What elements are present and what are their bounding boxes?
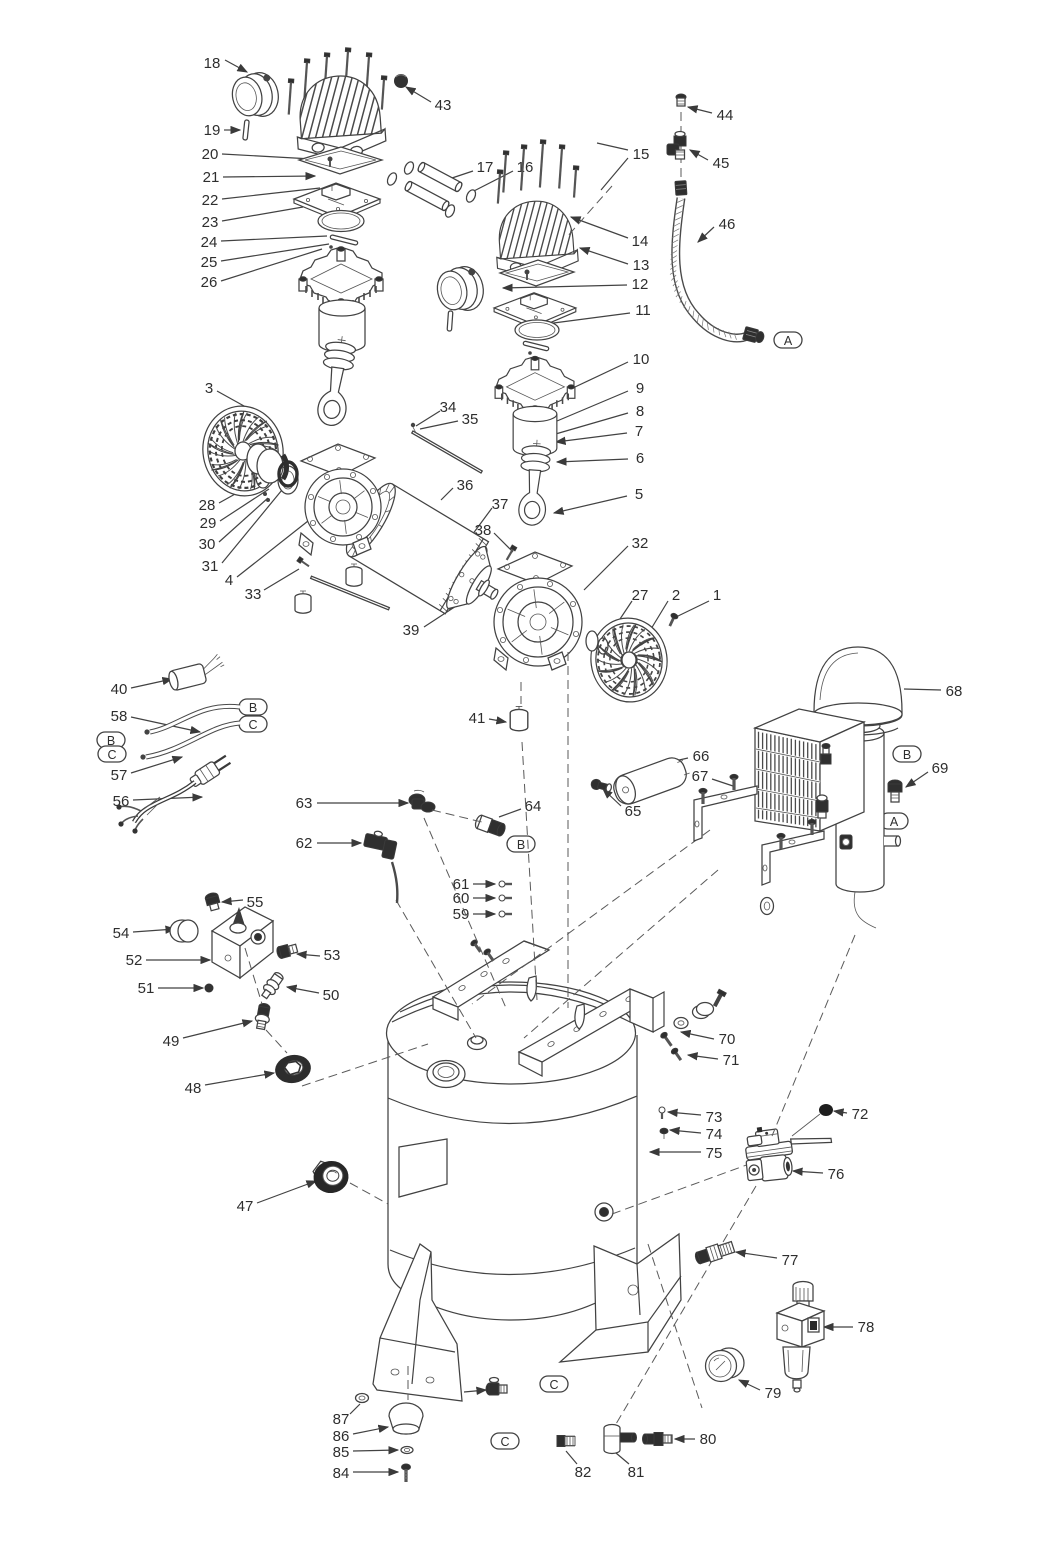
svg-text:67: 67 bbox=[692, 768, 709, 785]
svg-text:85: 85 bbox=[333, 1444, 350, 1461]
svg-text:73: 73 bbox=[706, 1109, 723, 1126]
svg-text:B: B bbox=[517, 838, 525, 852]
svg-text:10: 10 bbox=[633, 351, 650, 368]
svg-text:46: 46 bbox=[719, 216, 736, 233]
svg-text:43: 43 bbox=[435, 97, 452, 114]
svg-text:B: B bbox=[249, 701, 257, 715]
svg-text:2: 2 bbox=[672, 587, 680, 604]
svg-text:75: 75 bbox=[706, 1145, 723, 1162]
svg-text:48: 48 bbox=[185, 1080, 202, 1097]
svg-text:18: 18 bbox=[204, 55, 221, 72]
svg-text:70: 70 bbox=[719, 1031, 736, 1048]
svg-text:35: 35 bbox=[462, 411, 479, 428]
svg-text:C: C bbox=[107, 748, 116, 762]
svg-text:41: 41 bbox=[469, 710, 486, 727]
svg-text:50: 50 bbox=[323, 987, 340, 1004]
svg-text:A: A bbox=[784, 334, 793, 348]
svg-text:51: 51 bbox=[138, 980, 155, 997]
svg-text:81: 81 bbox=[628, 1464, 645, 1481]
svg-text:66: 66 bbox=[693, 748, 710, 765]
svg-text:30: 30 bbox=[199, 536, 216, 553]
svg-text:6: 6 bbox=[636, 450, 644, 467]
svg-text:74: 74 bbox=[706, 1126, 723, 1143]
svg-text:32: 32 bbox=[632, 535, 649, 552]
svg-text:4: 4 bbox=[225, 572, 233, 589]
svg-text:68: 68 bbox=[946, 683, 963, 700]
svg-text:36: 36 bbox=[457, 477, 474, 494]
svg-text:62: 62 bbox=[296, 835, 313, 852]
svg-text:59: 59 bbox=[453, 906, 470, 923]
svg-text:17: 17 bbox=[477, 159, 494, 176]
svg-text:45: 45 bbox=[713, 155, 730, 172]
svg-text:19: 19 bbox=[204, 122, 221, 139]
svg-text:16: 16 bbox=[517, 159, 534, 176]
svg-text:53: 53 bbox=[324, 947, 341, 964]
svg-text:1: 1 bbox=[713, 587, 721, 604]
svg-text:15: 15 bbox=[633, 146, 650, 163]
svg-text:87: 87 bbox=[333, 1411, 350, 1428]
svg-text:C: C bbox=[248, 718, 257, 732]
svg-text:64: 64 bbox=[525, 798, 542, 815]
svg-text:86: 86 bbox=[333, 1428, 350, 1445]
svg-text:63: 63 bbox=[296, 795, 313, 812]
svg-text:12: 12 bbox=[632, 276, 649, 293]
svg-text:21: 21 bbox=[203, 169, 220, 186]
svg-text:3: 3 bbox=[205, 380, 213, 397]
svg-text:9: 9 bbox=[636, 380, 644, 397]
svg-text:28: 28 bbox=[199, 497, 216, 514]
svg-text:14: 14 bbox=[632, 233, 649, 250]
svg-text:76: 76 bbox=[828, 1166, 845, 1183]
svg-text:29: 29 bbox=[200, 515, 217, 532]
svg-text:72: 72 bbox=[852, 1106, 869, 1123]
svg-text:38: 38 bbox=[475, 522, 492, 539]
svg-text:20: 20 bbox=[202, 146, 219, 163]
svg-text:61: 61 bbox=[453, 876, 470, 893]
svg-text:37: 37 bbox=[492, 496, 509, 513]
svg-text:58: 58 bbox=[111, 708, 128, 725]
svg-text:33: 33 bbox=[245, 586, 262, 603]
svg-text:47: 47 bbox=[237, 1198, 254, 1215]
svg-text:40: 40 bbox=[111, 681, 128, 698]
svg-text:78: 78 bbox=[858, 1319, 875, 1336]
svg-text:22: 22 bbox=[202, 192, 219, 209]
svg-text:34: 34 bbox=[440, 399, 457, 416]
svg-text:7: 7 bbox=[635, 423, 643, 440]
svg-text:52: 52 bbox=[126, 952, 143, 969]
svg-text:80: 80 bbox=[700, 1431, 717, 1448]
svg-text:54: 54 bbox=[113, 925, 130, 942]
svg-text:25: 25 bbox=[201, 254, 218, 271]
svg-text:60: 60 bbox=[453, 890, 470, 907]
svg-text:49: 49 bbox=[163, 1033, 180, 1050]
svg-text:79: 79 bbox=[765, 1385, 782, 1402]
svg-text:5: 5 bbox=[635, 486, 643, 503]
svg-text:71: 71 bbox=[723, 1052, 740, 1069]
svg-text:11: 11 bbox=[635, 302, 651, 319]
svg-text:C: C bbox=[549, 1378, 558, 1392]
svg-text:23: 23 bbox=[202, 214, 219, 231]
svg-text:57: 57 bbox=[111, 767, 128, 784]
svg-text:B: B bbox=[107, 734, 115, 748]
svg-text:27: 27 bbox=[632, 587, 649, 604]
svg-text:31: 31 bbox=[202, 558, 219, 575]
svg-text:84: 84 bbox=[333, 1465, 350, 1482]
svg-text:B: B bbox=[903, 748, 911, 762]
svg-text:24: 24 bbox=[201, 234, 218, 251]
svg-text:69: 69 bbox=[932, 760, 949, 777]
svg-text:65: 65 bbox=[625, 803, 642, 820]
svg-text:77: 77 bbox=[782, 1252, 799, 1269]
svg-text:8: 8 bbox=[636, 403, 644, 420]
svg-text:A: A bbox=[890, 815, 899, 829]
svg-text:13: 13 bbox=[633, 257, 650, 274]
svg-text:55: 55 bbox=[247, 894, 264, 911]
svg-text:39: 39 bbox=[403, 622, 420, 639]
svg-text:26: 26 bbox=[201, 274, 218, 291]
svg-text:44: 44 bbox=[717, 107, 734, 124]
svg-text:82: 82 bbox=[575, 1464, 592, 1481]
svg-text:C: C bbox=[500, 1435, 509, 1449]
